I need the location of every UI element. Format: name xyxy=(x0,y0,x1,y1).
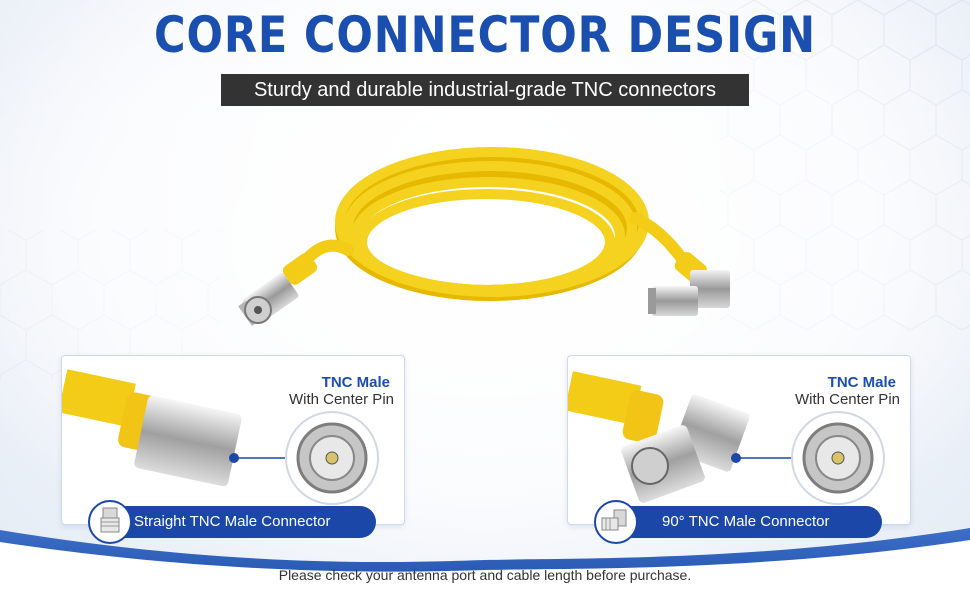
right-angle-connector-label: 90° TNC Male Connector xyxy=(594,500,882,544)
footer-note: Please check your antenna port and cable… xyxy=(278,567,692,583)
straight-connector-icon xyxy=(88,500,132,544)
card-title: TNC Male xyxy=(827,374,896,391)
coiled-cable-image xyxy=(238,147,730,326)
straight-connector-card: TNC Male With Center Pin xyxy=(61,355,405,525)
card-subtitle: With Center Pin xyxy=(288,391,394,408)
card-title: TNC Male xyxy=(321,374,390,391)
page-title: CORE CONNECTOR DESIGN xyxy=(154,6,816,64)
right-angle-connector-icon xyxy=(594,500,638,544)
straight-connector-label: Straight TNC Male Connector xyxy=(88,500,376,544)
card-subtitle: With Center Pin xyxy=(794,391,900,408)
right-angle-connector-photo xyxy=(568,371,885,505)
blue-wave-decoration xyxy=(0,528,970,600)
straight-connector-label-text: Straight TNC Male Connector xyxy=(134,513,331,530)
straight-connector-photo xyxy=(62,369,379,505)
right-angle-connector-card: TNC Male With Center Pin xyxy=(567,355,911,525)
right-angle-connector-label-text: 90° TNC Male Connector xyxy=(662,513,830,530)
subtitle-banner: Sturdy and durable industrial-grade TNC … xyxy=(221,74,749,106)
